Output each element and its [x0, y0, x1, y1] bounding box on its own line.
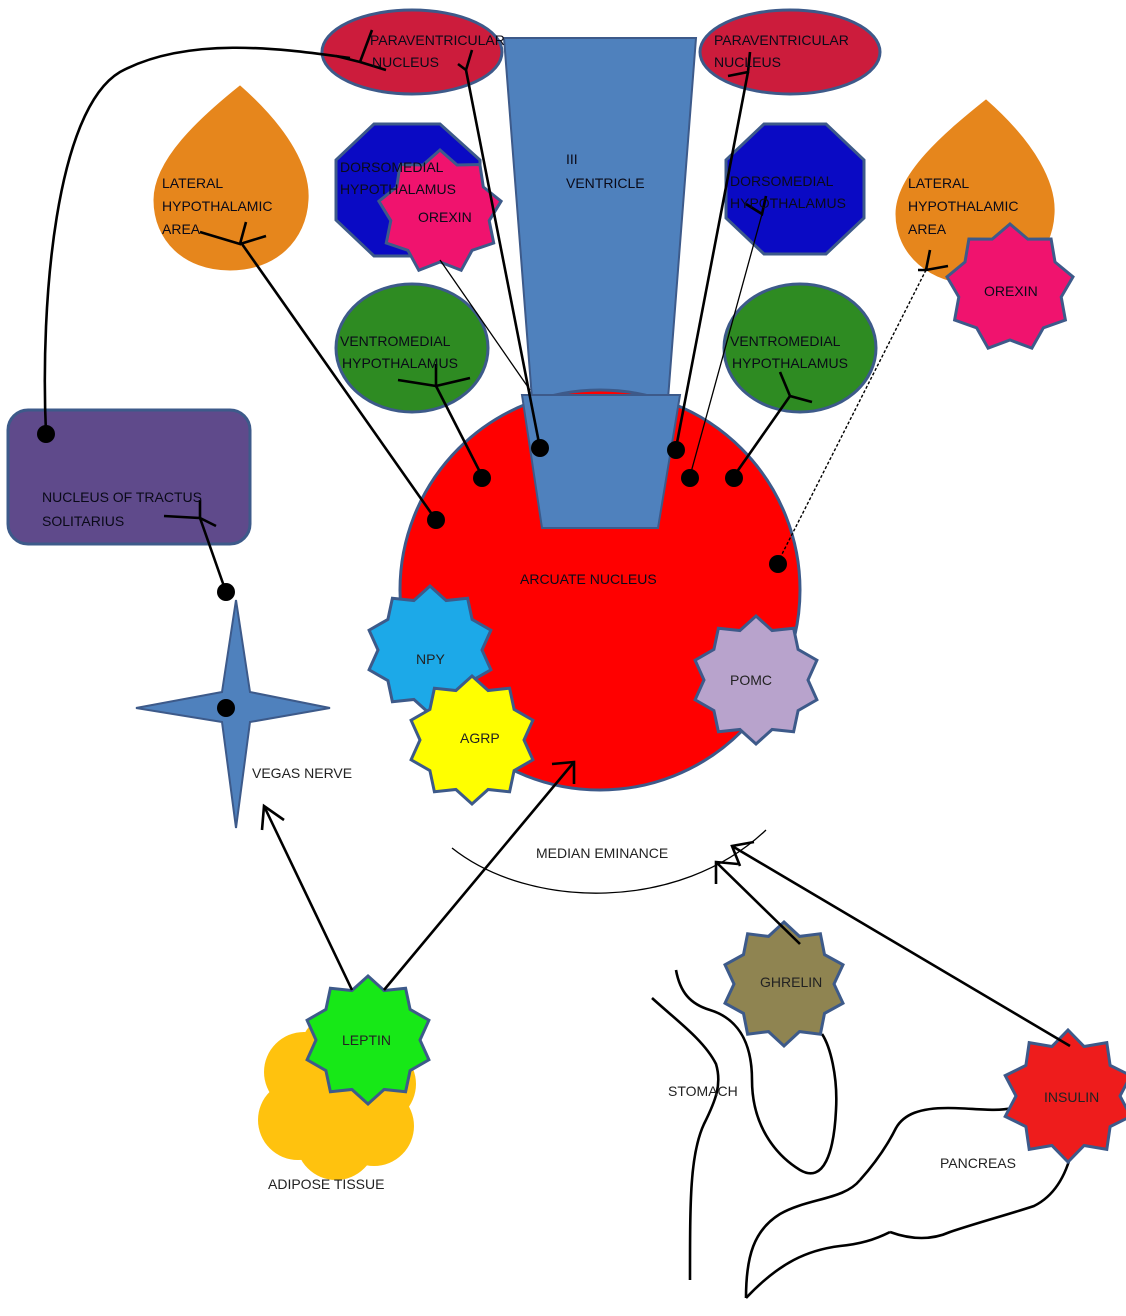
vagus-nerve-shape [135, 599, 331, 829]
ghrelin-label: GHRELIN [760, 974, 822, 990]
orexin-star-shape [945, 222, 1075, 350]
pvn-left-label-2: NUCLEUS [372, 54, 439, 70]
dmh-right-shape [724, 122, 866, 256]
labels: PARAVENTRICULAR NUCLEUS PARAVENTRICULAR … [42, 32, 1099, 1192]
dmh-left-label-2: HYPOTHALAMUS [340, 181, 456, 197]
orexin-star-shape [376, 148, 504, 273]
nts-shape [6, 408, 252, 546]
agrp-star-shape [409, 673, 535, 807]
pvn-right-shape [698, 8, 882, 96]
orexin-right-label: OREXIN [984, 283, 1038, 299]
leptin-star [305, 973, 431, 1107]
vmh-left-label: VENTROMEDIAL [340, 333, 451, 349]
ventricle-label-2: VENTRICLE [566, 175, 645, 191]
agrp-label: AGRP [460, 730, 500, 746]
dmh-right-label: DORSOMEDIAL [730, 173, 834, 189]
pvn-right-label: PARAVENTRICULAR [714, 32, 849, 48]
pancreas-label: PANCREAS [940, 1155, 1016, 1171]
vagus-label: VEGAS NERVE [252, 765, 352, 781]
insulin-label: INSULIN [1044, 1089, 1099, 1105]
ghrelin-star [723, 919, 845, 1049]
vmh-right-label: VENTROMEDIAL [730, 333, 841, 349]
pvn-left-label: PARAVENTRICULAR [370, 32, 505, 48]
dmh-left-label: DORSOMEDIAL [340, 159, 444, 175]
insulin-star [1003, 1027, 1126, 1165]
third-ventricle-overlap [520, 394, 682, 529]
pomc-star-shape [693, 613, 819, 747]
pvn-left-shape [320, 8, 504, 96]
median-label: MEDIAN EMINANCE [536, 845, 668, 861]
lha-right-label-2: HYPOTHALAMIC [908, 198, 1018, 214]
vmh-left-shape [334, 282, 490, 414]
vmh-left-label-2: HYPOTHALAMUS [342, 355, 458, 371]
nts-label-2: SOLITARIUS [42, 513, 124, 529]
leptin-label: LEPTIN [342, 1032, 391, 1048]
pancreas-outline [745, 1106, 1074, 1299]
lha-left-label-2: HYPOTHALAMIC [162, 198, 272, 214]
nts-label: NUCLEUS OF TRACTUS [42, 489, 202, 505]
arcuate-label: ARCUATE NUCLEUS [520, 571, 657, 587]
vmh-right-shape [722, 282, 878, 414]
orexin-right-star [945, 222, 1075, 350]
stomach-outline [651, 969, 862, 1299]
pomc-label: POMC [730, 672, 772, 688]
ghrelin-star-shape [723, 919, 845, 1049]
lha-left-label-3: AREA [162, 221, 201, 237]
vmh-right-label-2: HYPOTHALAMUS [732, 355, 848, 371]
leptin-star-shape [305, 973, 431, 1107]
lha-right-label: LATERAL [908, 175, 969, 191]
projection-lines [43, 46, 927, 593]
npy-label: NPY [416, 651, 445, 667]
lha-left-label: LATERAL [162, 175, 223, 191]
ventricle-label: III [566, 151, 578, 167]
insulin-star-shape [1003, 1027, 1126, 1165]
dmh-right-label-2: HYPOTHALAMUS [730, 195, 846, 211]
pomc-star [693, 613, 819, 747]
lha-left-shape [153, 85, 309, 271]
synapse-terminals [37, 425, 787, 717]
agrp-star [409, 673, 535, 807]
median-eminence-arc [451, 829, 767, 894]
stomach-label: STOMACH [668, 1083, 738, 1099]
orexin-left-label: OREXIN [418, 209, 472, 225]
orexin-left-star [376, 148, 504, 273]
hormone-arrows [260, 760, 1071, 1048]
pvn-right-label-2: NUCLEUS [714, 54, 781, 70]
synapse-forks [163, 29, 949, 528]
lha-right-label-3: AREA [908, 221, 947, 237]
adipose-label: ADIPOSE TISSUE [268, 1176, 384, 1192]
